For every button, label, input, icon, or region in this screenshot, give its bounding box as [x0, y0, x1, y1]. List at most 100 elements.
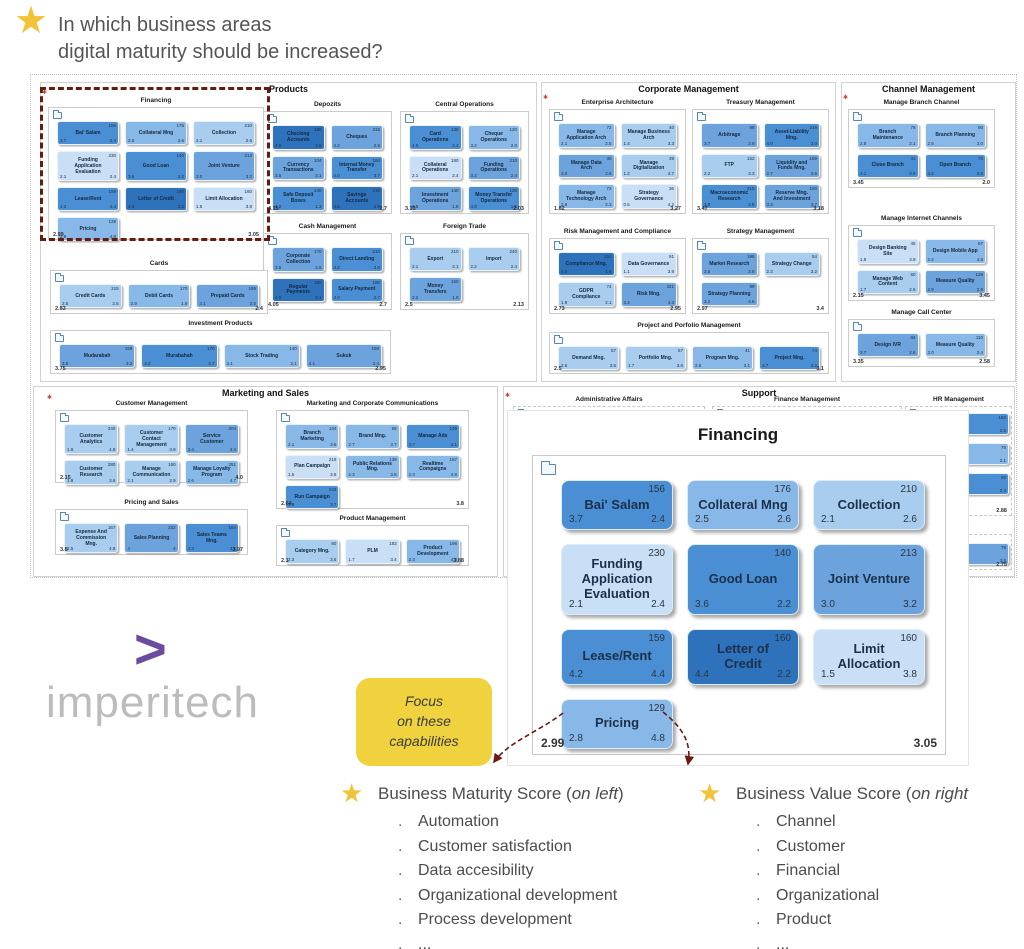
maturity-score: 3.2	[470, 173, 477, 178]
section-title: HR Management	[933, 396, 984, 403]
capability-label: Program Mng.	[705, 354, 740, 361]
annotation-item: Product	[756, 908, 879, 933]
capability-count: 160	[998, 415, 1006, 420]
capability-count: 129	[108, 219, 116, 225]
capability-label: Investment Operations	[422, 192, 449, 204]
value-score: 4.8	[109, 234, 116, 240]
capability-count: 72	[606, 186, 612, 191]
heading-italic: on left	[571, 784, 618, 803]
capability-count: 198	[449, 541, 457, 546]
score-left: 3.75	[55, 366, 66, 372]
value-score: 2.1	[452, 142, 459, 148]
capability-count: 160	[450, 279, 459, 284]
maturity-score: 3.5	[275, 173, 282, 178]
score-left: 3.45	[853, 180, 864, 186]
capability-label: Manage Digitalization	[633, 159, 665, 172]
value-score: 2.1	[605, 299, 612, 305]
maturity-score: 3.7	[860, 350, 867, 355]
value-score: 2.4	[651, 514, 665, 525]
callout-line2: on these	[397, 713, 451, 729]
capability-label: Manage Ads	[418, 432, 448, 439]
maturity-score: 1.9	[561, 299, 568, 305]
capability-label: Branch Marketing	[300, 430, 324, 442]
value-score: 3.6	[330, 556, 337, 562]
score-right: 2.95	[375, 366, 386, 372]
section-title: Manage Internet Channels	[881, 215, 962, 222]
capability-label: Joint Venture	[208, 162, 240, 169]
capability-count: 170	[179, 286, 188, 291]
maturity-score: 2.7	[348, 441, 355, 447]
capability-count: 80	[1000, 475, 1006, 480]
maturity-score: 3.3	[766, 201, 773, 207]
capability-label: Measure Quality	[935, 278, 975, 285]
capability-count: 104	[313, 157, 322, 163]
capability-count: 139	[389, 456, 397, 462]
capability-count: 219	[809, 125, 817, 130]
section-title: Risk Management and Compliance	[563, 228, 672, 235]
value-score: 3.1	[315, 295, 322, 300]
capability-count: 210	[450, 249, 459, 254]
capability-label: Internal Money Transfer	[339, 161, 375, 174]
folder-icon	[53, 110, 62, 119]
capability-count: 170	[168, 426, 176, 431]
capability-label: Data Governance	[628, 260, 670, 267]
maturity-score: 2.3	[408, 556, 415, 562]
capability-count: 170	[313, 249, 322, 254]
capability-count: 204	[228, 426, 236, 431]
capability-count: 98	[391, 426, 397, 431]
group-marketing: Marketing and Sales	[33, 386, 498, 577]
folder-icon	[853, 112, 862, 121]
value-score: 2.6	[112, 301, 119, 306]
capability-count: 75	[1000, 445, 1006, 450]
value-score: 2.2	[177, 204, 184, 210]
capability-count: 160	[372, 157, 380, 163]
capability-count: 39	[668, 155, 674, 161]
value-score: 4.8	[976, 256, 983, 262]
score-right: 3.05	[248, 232, 259, 238]
capability-label: Joint Venture	[827, 570, 911, 586]
capability-label: Open Branch	[939, 162, 971, 169]
capability-label: Murabahah	[166, 352, 193, 359]
capability-count: 160	[244, 189, 252, 195]
capability-count: 54	[811, 254, 817, 259]
capability-count: 140	[450, 188, 459, 193]
focus-callout: Focus on these capabilities	[356, 678, 492, 766]
score-right: 2.03	[513, 206, 524, 212]
capability-count: 149	[449, 426, 457, 431]
maturity-score: 4.2	[333, 142, 340, 148]
folder-icon	[554, 112, 563, 121]
maturity-score: 2.6	[561, 363, 568, 368]
annotation-item: Channel	[756, 810, 879, 835]
capability-label: Cheque Operations	[480, 131, 507, 143]
capability-label: Customer Analytics	[79, 432, 103, 445]
value-score: 2.4	[510, 173, 517, 178]
maturity-score: 3.0	[927, 350, 934, 355]
maturity-score: 2.6	[927, 140, 934, 146]
capability-label: Collection	[837, 496, 901, 512]
capability-label: Export	[427, 255, 444, 262]
maturity-score: 3.7	[762, 363, 769, 368]
capability-count: 215	[746, 186, 755, 191]
